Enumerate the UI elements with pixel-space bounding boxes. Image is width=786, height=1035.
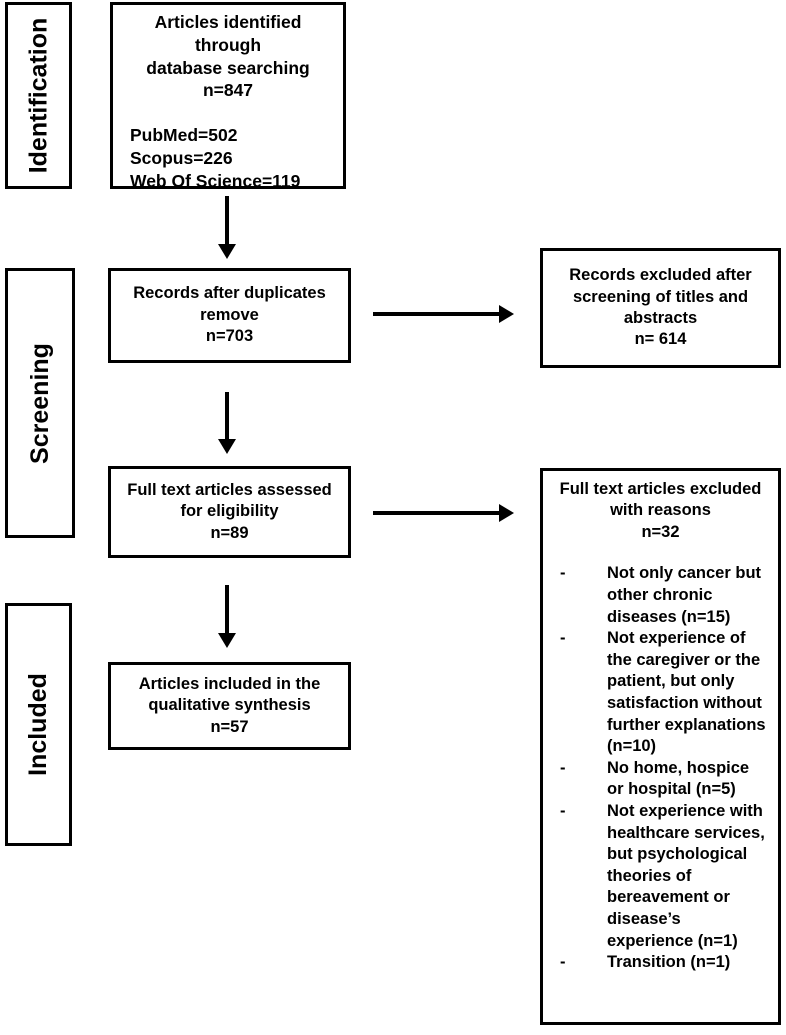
box-full-text-excluded-line2: with reasons xyxy=(610,501,711,520)
box-full-text-assessed-count: n=89 xyxy=(210,523,249,542)
box-articles-identified: Articles identified through database sea… xyxy=(110,2,346,192)
box-records-after-duplicates: Records after duplicates remove n=703 xyxy=(108,268,351,363)
bullet-dash-icon: - xyxy=(560,564,566,583)
box-full-text-excluded-with-reasons: Full text articles excluded with reasons… xyxy=(540,468,781,1025)
box-articles-included: Articles included in the qualitative syn… xyxy=(108,662,351,750)
arrow-head-down-icon xyxy=(218,439,236,454)
source-scopus: Scopus=226 xyxy=(130,147,233,168)
box-records-after-duplicates-line1: Records after duplicates xyxy=(133,284,326,303)
list-item: - Transition (n=1) xyxy=(549,952,772,974)
box-records-excluded-line1: Records excluded after xyxy=(569,266,752,285)
box-articles-identified-sources: PubMed=502 Scopus=226 Web Of Science=119 xyxy=(123,124,333,192)
list-item: - Not experience of the caregiver or the… xyxy=(549,628,772,758)
exclusion-reason-text: Not experience of the caregiver or the p… xyxy=(607,629,766,756)
stage-label-screening-text: Screening xyxy=(25,342,54,464)
arrow-head-down-icon xyxy=(218,244,236,259)
bullet-dash-icon: - xyxy=(560,758,566,777)
arrow-to-records-excluded xyxy=(373,300,514,328)
exclusion-reason-text: Transition (n=1) xyxy=(607,953,731,972)
arrow-shaft xyxy=(225,392,229,439)
arrow-to-full-text-excluded xyxy=(373,499,514,527)
box-full-text-excluded-header: Full text articles excluded with reasons… xyxy=(549,479,772,543)
box-full-text-excluded-line1: Full text articles excluded xyxy=(559,480,762,498)
arrow-shaft xyxy=(373,312,501,316)
arrow-head-down-icon xyxy=(218,633,236,648)
exclusion-reasons-list: - Not only cancer but other chronic dise… xyxy=(549,563,772,974)
box-records-excluded: Records excluded after screening of titl… xyxy=(540,248,781,368)
bullet-dash-icon: - xyxy=(560,953,566,972)
arrow-screening-to-eligibility xyxy=(207,392,247,454)
box-articles-included-line2: qualitative synthesis xyxy=(148,696,311,715)
stage-label-screening: Screening xyxy=(5,268,75,538)
arrow-eligibility-to-included xyxy=(207,585,247,648)
stage-label-included-text: Included xyxy=(24,673,53,776)
source-pubmed: PubMed=502 xyxy=(130,125,238,145)
bullet-dash-icon: - xyxy=(560,802,566,821)
box-records-after-duplicates-count: n=703 xyxy=(205,327,254,346)
source-web-of-science: Web Of Science=119 xyxy=(130,170,301,191)
arrow-shaft xyxy=(225,196,229,244)
bullet-dash-icon: - xyxy=(560,629,566,648)
arrow-head-right-icon xyxy=(499,504,514,522)
arrow-identification-to-screening xyxy=(207,196,247,259)
list-item: - Not experience with healthcare service… xyxy=(549,801,772,952)
box-full-text-assessed: Full text articles assessed for eligibil… xyxy=(108,466,351,558)
exclusion-reason-text: Not only cancer but other chronic diseas… xyxy=(607,564,762,626)
list-item: - No home, hospice or hospital (n=5) xyxy=(549,758,772,801)
box-full-text-assessed-line1: Full text articles assessed xyxy=(127,480,332,499)
box-records-excluded-count: n= 614 xyxy=(634,330,687,349)
box-articles-identified-line1: Articles identified through xyxy=(154,12,307,55)
box-articles-identified-line2: database searching xyxy=(146,57,310,78)
stage-label-identification-text: Identification xyxy=(24,17,52,174)
box-articles-identified-header: Articles identified through database sea… xyxy=(123,11,333,102)
box-articles-included-line1: Articles included in the xyxy=(138,674,321,693)
box-full-text-excluded-count: n=32 xyxy=(641,522,680,541)
box-records-after-duplicates-line2: remove xyxy=(200,305,259,324)
stage-label-included: Included xyxy=(5,603,72,846)
exclusion-reason-text: No home, hospice or hospital (n=5) xyxy=(607,758,750,799)
box-records-excluded-line2: screening of titles and xyxy=(572,287,749,306)
stage-label-identification: Identification xyxy=(5,2,72,189)
list-item: - Not only cancer but other chronic dise… xyxy=(549,563,772,628)
box-articles-included-count: n=57 xyxy=(210,717,249,736)
arrow-shaft xyxy=(373,511,501,515)
arrow-head-right-icon xyxy=(499,305,514,323)
arrow-shaft xyxy=(225,585,229,633)
box-records-excluded-line3: abstracts xyxy=(623,309,698,327)
exclusion-reason-text: Not experience with healthcare services,… xyxy=(607,802,765,950)
box-full-text-assessed-line2: for eligibility xyxy=(180,502,279,521)
box-articles-identified-count: n=847 xyxy=(202,80,254,101)
